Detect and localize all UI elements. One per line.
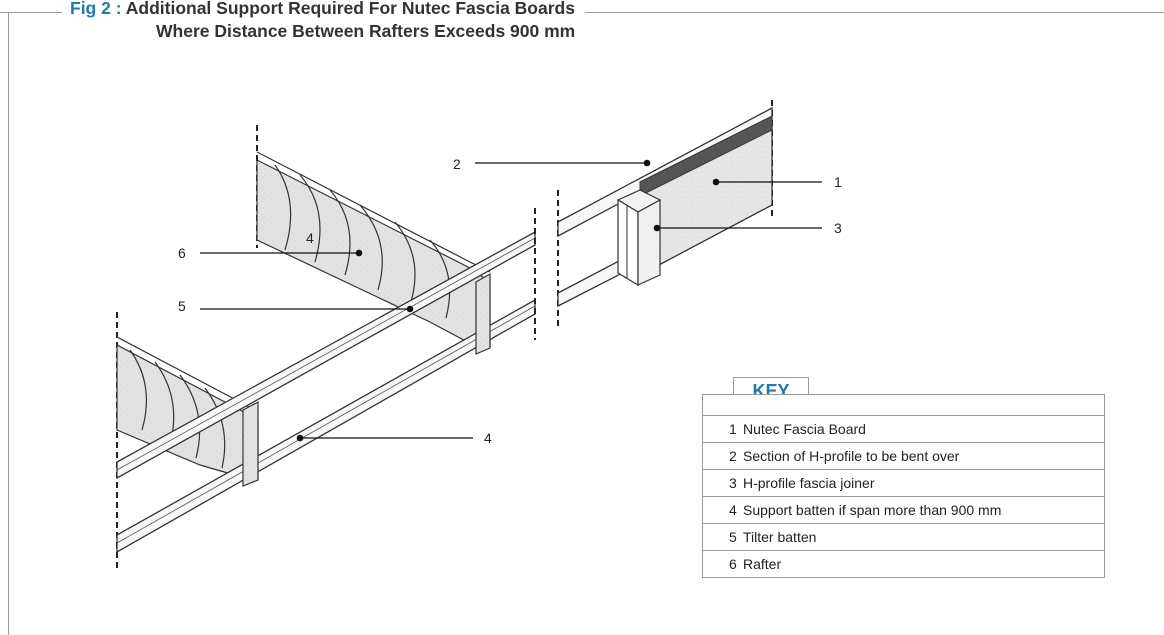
key-row: 2 Section of H-profile to be bent over — [703, 443, 1104, 470]
key-row: 5 Tilter batten — [703, 524, 1104, 551]
key-number: 2 — [729, 448, 737, 464]
figure-frame-left — [8, 12, 9, 635]
callout-1-label: 1 — [834, 174, 842, 190]
callout-4-top-label: 4 — [306, 230, 314, 246]
key-number: 6 — [729, 556, 737, 572]
key-number: 1 — [729, 421, 737, 437]
key-description: Support batten if span more than 900 mm — [743, 502, 1002, 518]
rafter-back-end — [475, 272, 491, 355]
h-profile-joiner — [616, 189, 662, 287]
key-description: Tilter batten — [743, 529, 817, 545]
callout-5: 5 — [178, 298, 414, 314]
figure-title-line1: Fig 2 : Additional Support Required For … — [70, 0, 575, 20]
callout-6-label: 6 — [178, 245, 186, 261]
callout-1: 1 — [712, 174, 842, 190]
rafter-front-end — [242, 401, 259, 487]
callout-6: 6 — [178, 245, 363, 261]
callout-4-bottom: 4 — [296, 430, 492, 446]
figure-title-text-1: Additional Support Required For Nutec Fa… — [125, 0, 575, 18]
key-row: 1 Nutec Fascia Board — [703, 415, 1104, 443]
key-description: Nutec Fascia Board — [743, 421, 866, 437]
callout-2: 2 — [453, 156, 651, 172]
callout-4-bottom-label: 4 — [484, 430, 492, 446]
key-row: 3 H-profile fascia joiner — [703, 470, 1104, 497]
callout-3-label: 3 — [834, 220, 842, 236]
key-row: 6 Rafter — [703, 551, 1104, 577]
figure-title-line2: Where Distance Between Rafters Exceeds 9… — [156, 21, 576, 41]
figure-title: Fig 2 : Additional Support Required For … — [62, 0, 586, 43]
key-description: H-profile fascia joiner — [743, 475, 875, 491]
key-number: 5 — [729, 529, 737, 545]
figure-label: Fig 2 : — [70, 0, 122, 18]
key-description: Rafter — [743, 556, 782, 572]
key-table: 1 Nutec Fascia Board 2 Section of H-prof… — [702, 394, 1105, 578]
callout-3: 3 — [653, 220, 842, 236]
callout-5-label: 5 — [178, 298, 186, 314]
key-description: Section of H-profile to be bent over — [743, 448, 960, 464]
key-number: 3 — [729, 475, 737, 491]
callout-2-label: 2 — [453, 156, 461, 172]
key-row: 4 Support batten if span more than 900 m… — [703, 497, 1104, 524]
key-number: 4 — [729, 502, 737, 518]
